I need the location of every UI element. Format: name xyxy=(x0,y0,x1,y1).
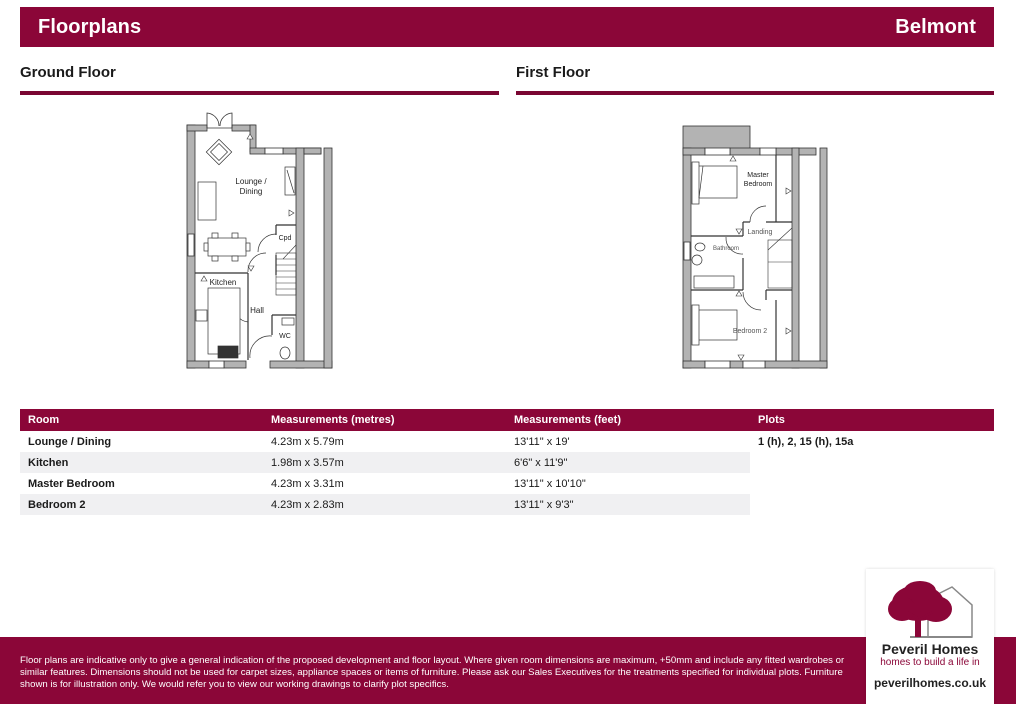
table-header-row: Room Measurements (metres) Measurements … xyxy=(20,409,994,431)
logo-brand-name: Peveril Homes xyxy=(881,641,979,657)
ground-floor-rule xyxy=(20,91,499,95)
windows xyxy=(683,147,777,369)
furniture xyxy=(691,161,738,346)
footer: Floor plans are indicative only to give … xyxy=(0,637,1016,704)
doors xyxy=(725,205,767,311)
room-measurements-table: Room Measurements (metres) Measurements … xyxy=(20,409,994,515)
first-floor-rule xyxy=(516,91,994,95)
room-labels: Master Bedroom Landing Bathroom Bedroom … xyxy=(713,172,773,335)
first-floor-heading: First Floor xyxy=(516,64,591,81)
furniture xyxy=(195,138,296,360)
room-metres: 1.98m x 3.57m xyxy=(263,452,506,473)
room-feet: 13'11" x 19' xyxy=(514,435,570,448)
room-name: Master Bedroom xyxy=(28,477,115,490)
peveril-homes-logo[interactable]: Peveril Homes homes to build a life in p… xyxy=(866,569,994,704)
room-metres: 4.23m x 5.79m xyxy=(271,435,344,448)
partitions xyxy=(691,155,792,361)
bathroom-label: Bathroom xyxy=(713,246,739,252)
cupboard-label: Cpd xyxy=(279,235,292,242)
tree-house-icon xyxy=(888,581,973,638)
stairs xyxy=(275,244,297,296)
room-feet: 13'11" x 10'10" xyxy=(514,477,586,490)
first-floor-plan: Master Bedroom Landing Bathroom Bedroom … xyxy=(682,125,828,369)
markers xyxy=(729,155,792,361)
ground-floor-plan: Lounge / Dining Cpd Kitchen Hall WC xyxy=(186,112,333,369)
room-feet: 6'6" x 11'9" xyxy=(506,452,750,473)
header-metres: Measurements (metres) xyxy=(263,409,506,431)
ground-floor-heading: Ground Floor xyxy=(20,64,116,81)
table-row: Lounge / Dining 4.23m x 5.79m 13'11" x 1… xyxy=(20,431,994,515)
page-title: Floorplans xyxy=(38,15,142,38)
room-name: Lounge / Dining xyxy=(28,435,112,448)
markers xyxy=(200,133,295,282)
table-row: Kitchen 1.98m x 3.57m 6'6" x 11'9" xyxy=(20,452,994,473)
disclaimer-text: Floor plans are indicative only to give … xyxy=(20,655,845,690)
plots-value: 1 (h), 2, 15 (h), 15a xyxy=(750,431,994,515)
windows xyxy=(187,147,284,369)
room-metres: 4.23m x 2.83m xyxy=(263,494,506,515)
room-feet: 13'11" x 9'3" xyxy=(506,494,750,515)
room-metres: 4.23m x 3.31m xyxy=(271,477,344,490)
room-labels: Lounge / Dining Cpd Kitchen Hall WC xyxy=(210,177,292,340)
table-row: Master Bedroom 4.23m x 3.31m 13'11" x 10… xyxy=(20,473,994,494)
logo-tagline: homes to build a life in xyxy=(880,657,980,668)
dining-label: Dining xyxy=(240,187,263,196)
title-bar: Floorplans Belmont xyxy=(20,7,994,47)
hall-label: Hall xyxy=(250,306,264,315)
room-name: Bedroom 2 xyxy=(20,494,263,515)
header-room: Room xyxy=(20,409,263,431)
table-row: Bedroom 2 4.23m x 2.83m 13'11" x 9'3" xyxy=(20,494,994,515)
website-link[interactable]: peverilhomes.co.uk xyxy=(873,676,987,690)
header-feet: Measurements (feet) xyxy=(506,409,750,431)
stairs xyxy=(767,227,793,289)
development-name: Belmont xyxy=(895,15,976,38)
patio-doors xyxy=(206,112,233,129)
kitchen-label: Kitchen xyxy=(210,278,237,287)
header-plots: Plots xyxy=(750,409,994,431)
master-label: Master xyxy=(747,172,769,179)
lounge-label: Lounge / xyxy=(235,177,267,186)
wc-label: WC xyxy=(279,333,291,340)
landing-label: Landing xyxy=(748,229,773,236)
bedroom-label: Bedroom xyxy=(744,181,773,188)
room-name: Kitchen xyxy=(20,452,263,473)
bedroom2-label: Bedroom 2 xyxy=(733,328,767,335)
